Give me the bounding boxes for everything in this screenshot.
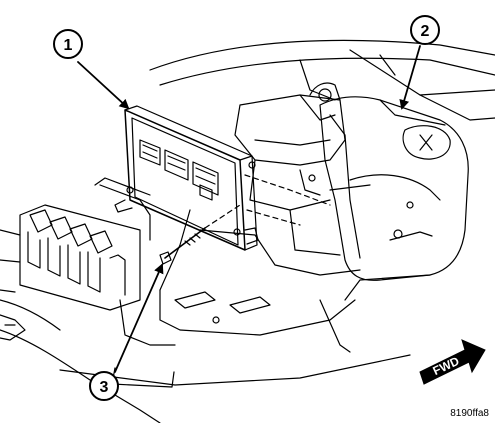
assembly-dash-lines	[204, 174, 331, 229]
callout-2: 2	[410, 15, 440, 45]
vehicle-body-outline	[0, 39, 495, 423]
powertrain-control-module	[114, 105, 259, 251]
callout-2-label: 2	[421, 23, 430, 40]
battery-tray	[119, 94, 361, 353]
forward-direction-badge: FWD	[419, 339, 486, 385]
callout-1-label: 1	[64, 37, 73, 54]
fwd-label: FWD	[431, 354, 462, 378]
callout-1: 1	[53, 29, 83, 59]
callout-3: 3	[89, 371, 119, 401]
callout-leader-lines	[77, 45, 421, 373]
ignition-coil-pack	[0, 177, 151, 311]
figure-code: 8190ffa8	[450, 408, 489, 419]
mounting-bolt	[159, 227, 206, 265]
air-cleaner-housing	[309, 82, 469, 301]
callout-3-label: 3	[100, 379, 109, 396]
